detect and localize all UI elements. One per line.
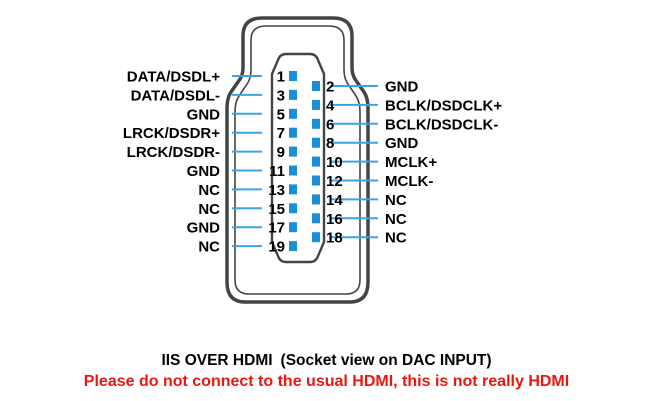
pin-3-pad [289,89,297,100]
pin-5-pad [289,108,297,119]
pin-5-label: GND [187,106,221,123]
pin-19-number: 19 [268,239,285,256]
pin-2-number: 2 [326,79,334,96]
caption-subtitle: (Socket view on DAC INPUT) [280,352,492,369]
pin-5-number: 5 [277,106,285,123]
pin-1-pad [289,71,297,81]
pin-3-label: DATA/DSDL- [131,87,220,104]
pin-17-label: GND [187,220,221,237]
pin-14-number: 14 [326,192,343,209]
pin-13-number: 13 [268,182,285,199]
caption-title: IIS OVER HDMI [161,352,273,369]
pin-8-label: GND [385,135,419,152]
pin-19-pad [289,241,297,252]
pin-9-label: LRCK/DSDR- [127,144,220,161]
pin-2-pad [312,81,320,91]
pin-12-pad [312,175,320,186]
pin-10-number: 10 [326,154,343,171]
pin-14-label: NC [385,192,407,209]
pin-12-number: 12 [326,173,343,190]
pin-7-number: 7 [277,125,285,142]
pin-labels: DATA/DSDL+GNDDATA/DSDL-BCLK/DSDCLK+GNDBC… [123,69,502,256]
pin-19-label: NC [198,239,220,256]
pin-15-number: 15 [268,201,285,218]
pin-9-pad [289,146,297,157]
pin-4-number: 4 [326,97,335,114]
pin-3-number: 3 [277,87,285,104]
pin-16-label: NC [385,211,407,228]
pin-15-pad [289,203,297,214]
pin-4-label: BCLK/DSDCLK+ [385,97,502,114]
pin-13-pad [289,184,297,195]
pin-11-number: 11 [269,163,285,180]
pin-11-label: GND [187,163,221,180]
diagram-caption: IIS OVER HDMI (Socket view on DAC INPUT) [0,352,653,370]
pin-18-number: 18 [326,230,343,247]
pin-8-pad [312,137,320,148]
pin-6-number: 6 [326,116,334,133]
pin-4-pad [312,99,320,110]
pin-18-pad [312,232,320,243]
pin-18-label: NC [385,230,407,247]
pin-9-number: 9 [277,144,285,161]
pin-17-pad [289,222,297,233]
pin-16-number: 16 [326,211,343,228]
pin-2-label: GND [385,79,419,96]
warning-text: Please do not connect to the usual HDMI,… [83,373,570,390]
pin-10-pad [312,156,320,167]
pin-1-number: 1 [277,69,285,86]
pin-leads [232,75,378,248]
pin-15-label: NC [198,201,220,218]
pin-11-pad [289,165,297,176]
pin-14-pad [312,194,320,205]
pin-6-pad [312,118,320,129]
pin-7-label: LRCK/DSDR+ [123,125,220,142]
hdmi-connector-outline [225,16,370,304]
pin-12-label: MCLK- [385,173,433,190]
pin-10-label: MCLK+ [385,154,437,171]
pin-pads [289,71,320,252]
pin-16-pad [312,213,320,224]
pin-8-number: 8 [326,135,334,152]
pin-7-pad [289,127,297,138]
pin-1-label: DATA/DSDL+ [127,69,220,86]
pin-17-number: 17 [268,220,285,237]
pin-13-label: NC [198,182,220,199]
pin-6-label: BCLK/DSDCLK- [385,116,498,133]
